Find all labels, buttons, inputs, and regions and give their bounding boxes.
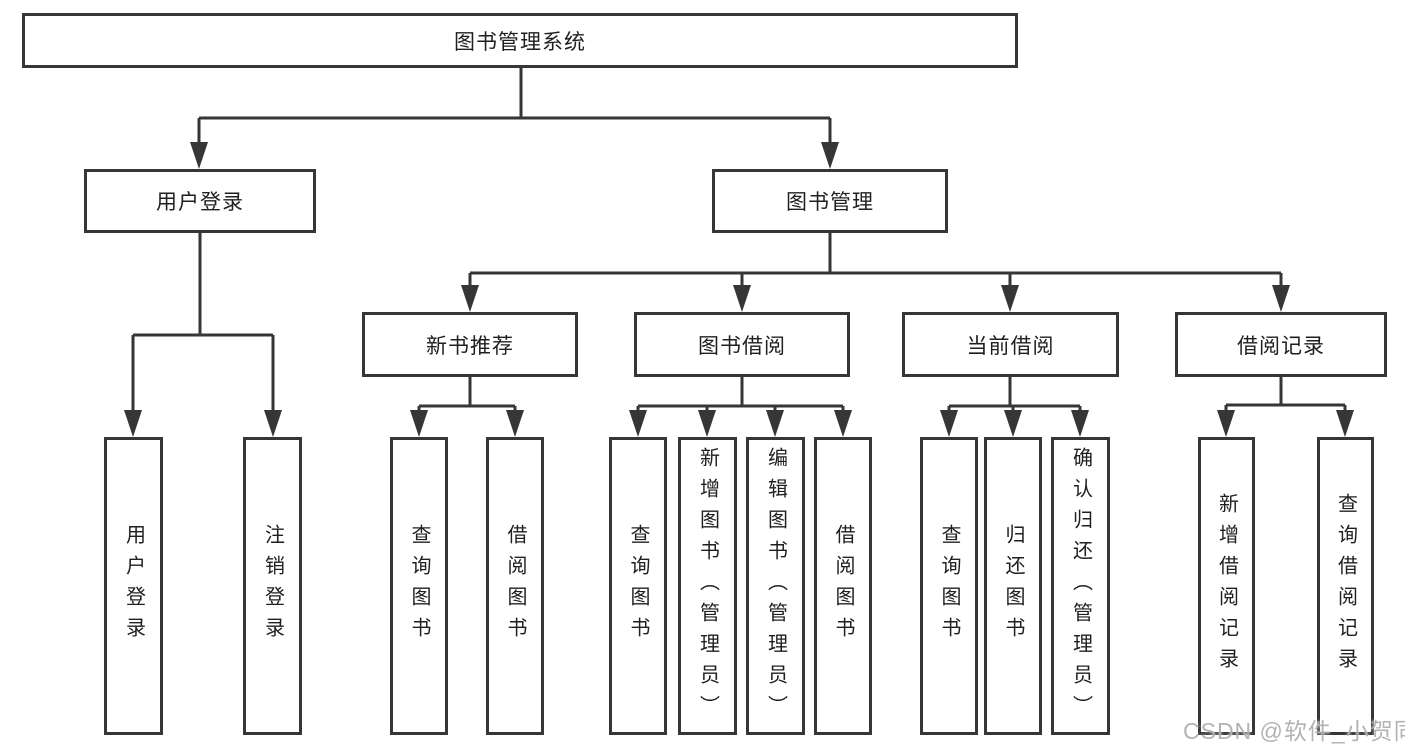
leaf-borrow-books-recommend: 借阅图书 [486, 437, 544, 735]
leaf-logout-label: 注销登录 [261, 524, 284, 648]
leaf-edit-book-admin: 编辑图书（管理员） [746, 437, 805, 735]
node-library-system: 图书管理系统 [22, 13, 1018, 68]
leaf-query-borrow-record-label: 查询借阅记录 [1334, 493, 1357, 679]
leaf-borrow-books-label: 借阅图书 [832, 524, 854, 648]
node-current-borrow: 当前借阅 [902, 312, 1119, 377]
leaf-borrow-books: 借阅图书 [814, 437, 872, 735]
leaf-add-book-admin-label: 新增图书（管理员） [696, 446, 719, 726]
leaf-query-borrow-record: 查询借阅记录 [1317, 437, 1374, 735]
node-new-book-recommend: 新书推荐 [362, 312, 578, 377]
node-book-management: 图书管理 [712, 169, 948, 233]
leaf-borrow-books-recommend-label: 借阅图书 [504, 524, 526, 648]
node-user-login: 用户登录 [84, 169, 316, 233]
node-new-book-recommend-label: 新书推荐 [426, 334, 514, 358]
leaf-add-borrow-record: 新增借阅记录 [1198, 437, 1255, 735]
node-user-login-label: 用户登录 [156, 191, 244, 214]
node-book-management-label: 图书管理 [786, 191, 874, 214]
node-book-borrow: 图书借阅 [634, 312, 850, 377]
leaf-return-book-label: 归还图书 [1002, 524, 1024, 648]
leaf-query-books-current: 查询图书 [920, 437, 978, 735]
leaf-confirm-return-admin-label: 确认归还（管理员） [1069, 446, 1092, 726]
node-book-borrow-label: 图书借阅 [698, 334, 786, 358]
leaf-user-login-label: 用户登录 [122, 524, 145, 648]
arrowheads [124, 142, 1354, 437]
node-library-system-label: 图书管理系统 [454, 30, 586, 54]
leaf-confirm-return-admin: 确认归还（管理员） [1051, 437, 1110, 735]
leaf-edit-book-admin-label: 编辑图书（管理员） [764, 446, 787, 726]
node-borrow-records-label: 借阅记录 [1237, 334, 1325, 358]
leaf-logout: 注销登录 [243, 437, 302, 735]
node-current-borrow-label: 当前借阅 [966, 334, 1055, 358]
leaf-return-book: 归还图书 [984, 437, 1042, 735]
leaf-add-book-admin: 新增图书（管理员） [678, 437, 737, 735]
leaf-query-books-borrow-label: 查询图书 [627, 524, 649, 648]
leaf-query-books-current-label: 查询图书 [938, 524, 960, 648]
csdn-watermark: CSDN @软件_小贺同学 [1183, 718, 1405, 744]
leaf-query-books-recommend-label: 查询图书 [408, 524, 430, 648]
leaf-query-books-recommend: 查询图书 [390, 437, 448, 735]
leaf-user-login: 用户登录 [104, 437, 163, 735]
leaf-query-books-borrow: 查询图书 [609, 437, 667, 735]
leaf-add-borrow-record-label: 新增借阅记录 [1215, 493, 1238, 679]
node-borrow-records: 借阅记录 [1175, 312, 1387, 377]
